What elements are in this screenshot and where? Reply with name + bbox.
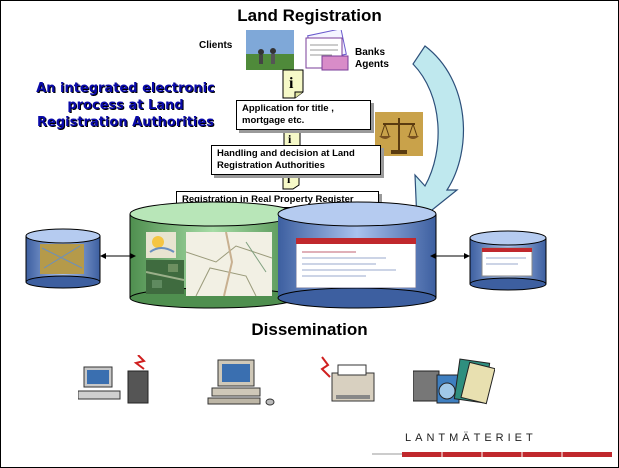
document-icon: i: [282, 69, 304, 99]
computer-server-icon: [78, 355, 149, 404]
clients-image: [246, 30, 294, 70]
application-step-line2: mortgage etc.: [242, 115, 305, 126]
svg-text:i: i: [288, 132, 292, 146]
right-database-cylinder: [469, 230, 547, 291]
right-connector-arrow: [430, 253, 470, 259]
left-connector-arrow: [100, 253, 136, 259]
documents-icon: [305, 30, 349, 71]
aerial-photo-image: [146, 260, 184, 294]
application-step-line1: Application for title ,: [242, 103, 334, 114]
integrated-process-title-line2: process at Land: [67, 98, 184, 113]
svg-text:i: i: [287, 172, 291, 186]
application-step-box: Application for title , mortgage etc.: [236, 100, 371, 130]
svg-text:i: i: [289, 75, 294, 92]
cadastral-map-image: [186, 232, 272, 296]
integrated-process-title: An integrated electronic process at Land…: [18, 80, 233, 131]
scales-of-justice-icon: [375, 112, 423, 156]
fax-machine-icon: [320, 356, 375, 402]
page-title: Land Registration: [237, 6, 382, 25]
dissemination-title: Dissemination: [251, 320, 368, 339]
agents-label: Agents: [355, 59, 389, 70]
desktop-computer-icon: [207, 359, 275, 406]
handling-step-box: Handling and decision at Land Registrati…: [211, 145, 381, 175]
banks-label: Banks: [355, 47, 386, 58]
curved-arrow: [412, 45, 465, 224]
integrated-process-title-line3: Registration Authorities: [37, 115, 214, 130]
clients-label: Clients: [199, 40, 233, 51]
lantmateriet-logo-bar: [372, 450, 612, 459]
handling-step-line1: Handling and decision at Land: [217, 148, 355, 159]
integrated-process-title-line1: An integrated electronic: [36, 81, 215, 96]
register-screenshot-image: [296, 238, 416, 288]
lantmateriet-logo-text: LANTMÄTERIET: [405, 432, 537, 444]
handling-step-line2: Registration Authorities: [217, 160, 325, 171]
left-database-cylinder: [25, 228, 101, 289]
registration-step-label: Registration in Real Property Register: [182, 194, 354, 205]
media-products-icon: [413, 358, 495, 405]
weather-map-image: [146, 232, 176, 258]
